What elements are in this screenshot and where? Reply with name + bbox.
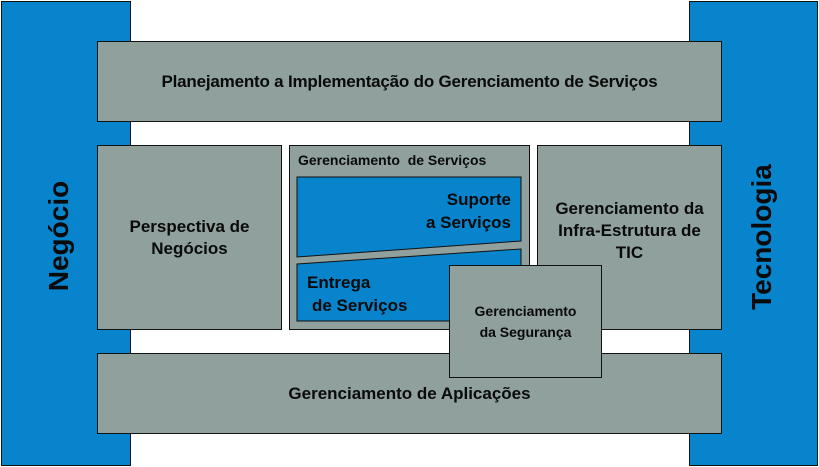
service-support-line2: a Serviços xyxy=(425,213,511,232)
planning-implementation-box: Planejamento a Implementação do Gerencia… xyxy=(97,41,722,122)
service-support-label: Suporte a Serviços xyxy=(426,188,511,234)
ict-infrastructure-line2: Infra-Estrutura de xyxy=(558,220,701,240)
service-delivery-line1: Entrega xyxy=(307,273,371,292)
application-management-label: Gerenciamento de Aplicações xyxy=(288,383,531,403)
service-delivery-line2: de Serviços xyxy=(312,296,408,315)
security-management-line1: Gerenciamento xyxy=(474,302,577,319)
security-management-line2: da Segurança xyxy=(479,323,572,340)
business-perspective-box: Perspectiva de Negócios xyxy=(97,145,282,330)
service-support-line1: Suporte xyxy=(446,190,511,209)
ict-infrastructure-line3: TIC xyxy=(615,242,644,262)
ict-infrastructure-line1: Gerenciamento da xyxy=(555,198,704,218)
planning-implementation-label: Planejamento a Implementação do Gerencia… xyxy=(161,71,658,91)
security-management-box: Gerenciamento da Segurança xyxy=(449,265,602,378)
business-perspective-line1: Perspectiva de xyxy=(129,216,250,236)
service-management-title: Gerenciamento de Serviços xyxy=(298,152,487,168)
application-management-box: Gerenciamento de Aplicações xyxy=(97,353,722,434)
service-delivery-label: Entrega de Serviços xyxy=(307,271,407,317)
business-perspective-line2: Negócios xyxy=(151,238,228,258)
